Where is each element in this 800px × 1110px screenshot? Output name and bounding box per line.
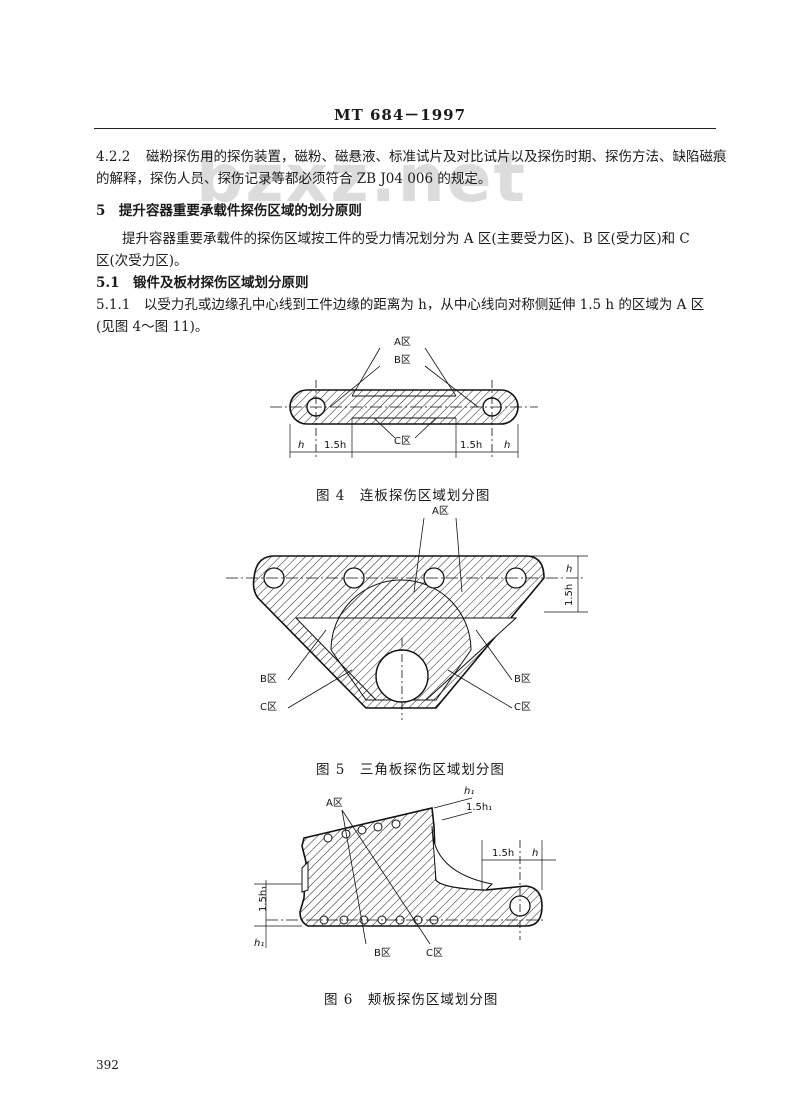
section-5-text-line1: 提升容器重要承载件的探伤区域按工件的受力情况划分为 A 区(主要受力区)、B 区… [122, 231, 690, 247]
fig5-label-b-left: B区 [260, 673, 277, 685]
fig6-dim-15h1-left: 1.5h₁ [258, 886, 269, 912]
fig4-dim-15h-right: 1.5h [460, 440, 482, 451]
fig4-dim-h-left: h [298, 440, 304, 451]
section-5-1-1-line2: (见图 4～图 11)。 [96, 319, 209, 335]
section-5-heading: 5 提升容器重要承载件探伤区域的划分原则 [96, 203, 362, 219]
fig6-dim-h1-left: h₁ [254, 938, 264, 949]
section-4-2-2-line2: 的解释，探伤人员、探伤记录等都必须符合 ZB J04 006 的规定。 [96, 171, 492, 187]
page-number: 392 [96, 1058, 119, 1072]
section-5-1-1-line1: 5.1.1 以受力孔或边缘孔中心线到工件边缘的距离为 h，从中心线向对称侧延伸 … [96, 297, 705, 313]
figure-6-drawing: h₁ 1.5h₁ 1.5h h 1.5h₁ h₁ A区 B区 C区 [254, 786, 556, 959]
fig5-label-c-right: C区 [514, 701, 531, 713]
watermark: bzxz.net [196, 140, 528, 217]
fig4-label-a: A区 [394, 336, 411, 348]
section-5-text-line2: 区(次受力区)。 [96, 253, 188, 269]
cheek-plate-body [299, 807, 543, 927]
fig6-label-a: A区 [326, 797, 343, 809]
fig5-dim-h: h [566, 564, 572, 575]
figure-4-drawing: A区 B区 C区 h 1.5h 1.5h h [270, 336, 538, 460]
fig5-label-c-left: C区 [260, 701, 277, 713]
section-5-1-heading: 5.1 锻件及板材探伤区域划分原则 [96, 275, 309, 291]
fig4-label-b: B区 [394, 354, 411, 366]
fig5-label-b-right: B区 [514, 673, 531, 685]
fig6-dim-15h1-top: 1.5h₁ [466, 802, 492, 813]
figure-6-caption: 图 6 颊板探伤区域划分图 [324, 992, 499, 1008]
figure-5-caption: 图 5 三角板探伤区域划分图 [316, 762, 505, 778]
fig6-dim-h-right: h [532, 848, 538, 859]
fig4-label-c: C区 [394, 435, 411, 447]
fig6-label-c: C区 [426, 947, 443, 959]
figure-4-caption: 图 4 连板探伤区域划分图 [316, 488, 491, 504]
fig5-dim-15h: 1.5h [564, 584, 575, 606]
section-4-2-2-line1: 磁粉探伤用的探伤装置，磁粉、磁悬液、标准试片及对比试片以及探伤时期、探伤方法、缺… [146, 149, 727, 165]
fig6-dim-h1-top: h₁ [464, 786, 474, 797]
fig4-dim-h-right: h [504, 440, 510, 451]
fig4-dim-15h-left: 1.5h [324, 440, 346, 451]
fig6-label-b: B区 [374, 947, 391, 959]
fig6-dim-15h-right: 1.5h [492, 848, 514, 859]
fig5-label-a: A区 [432, 505, 449, 517]
figure-5-drawing: h 1.5h A区 B区 C区 B区 C区 [226, 505, 588, 720]
section-4-2-2-number: 4.2.2 [96, 149, 131, 165]
page-header: MT 684－1997 [333, 106, 467, 124]
header-rule [94, 128, 716, 129]
